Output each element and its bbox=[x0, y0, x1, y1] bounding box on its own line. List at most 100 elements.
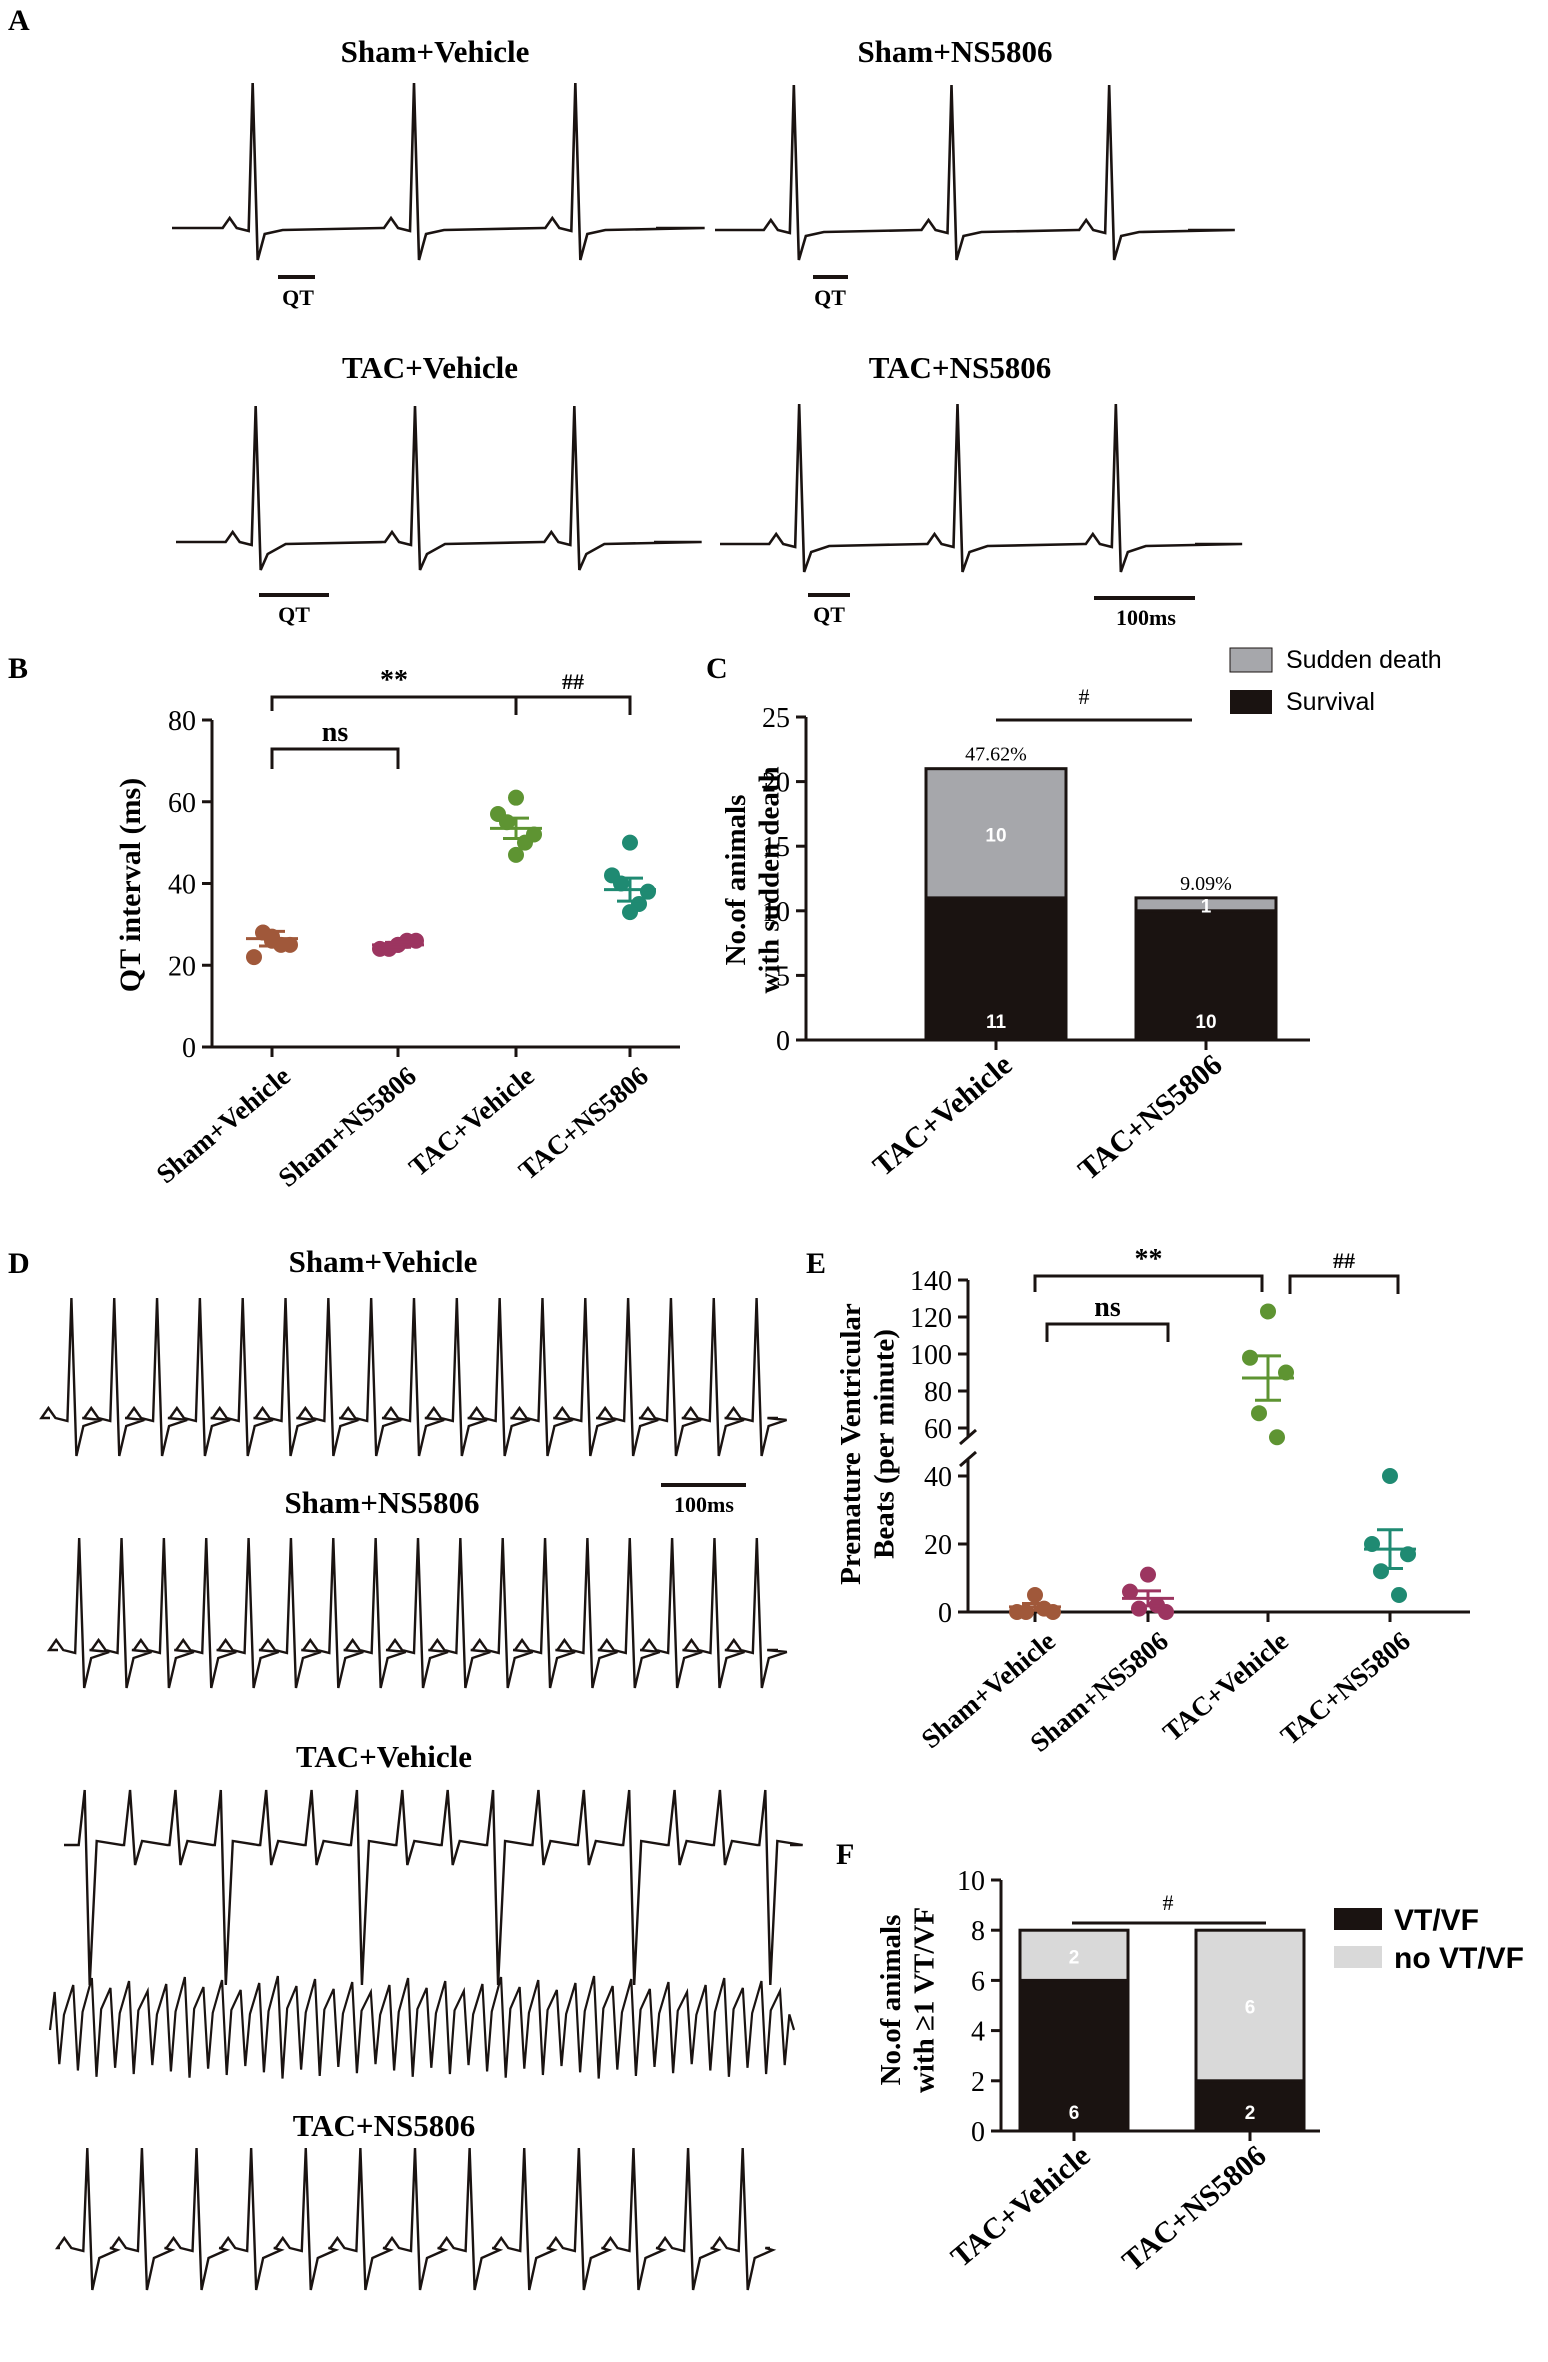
qt-label-tac-ns5806: QT bbox=[813, 602, 845, 627]
panel-e-point-tac-ns5806 bbox=[1373, 1563, 1389, 1580]
panel-a-title-tac-ns5806: TAC+NS5806 bbox=[869, 350, 1051, 385]
panel-f-y-tick-label: 0 bbox=[971, 2117, 985, 2148]
panel-e-y-tick-label: 40 bbox=[924, 1462, 952, 1493]
panel-b-y-tick-label: 0 bbox=[182, 1033, 196, 1064]
panel-f-bar-value-no-vt-vf-tac-ns5806: 6 bbox=[1245, 1998, 1256, 2019]
panel-f-y-tick-label: 8 bbox=[971, 1916, 985, 1947]
panel-f-y-tick-label: 10 bbox=[957, 1866, 985, 1897]
panel-e-axis-break-mark bbox=[959, 1450, 977, 1468]
panel-a-scale-label: 100ms bbox=[1116, 605, 1176, 630]
panel-e-point-tac-vehicle bbox=[1269, 1429, 1285, 1446]
panel-c-bar-survival-tac-ns5806 bbox=[1134, 909, 1278, 1042]
panel-d-ecg-trace-tac-vehicle bbox=[64, 1789, 803, 1986]
panel-f-legend-swatch-no-vtvf bbox=[1334, 1946, 1382, 1968]
panel-c-legend-swatch-survival bbox=[1230, 690, 1272, 714]
panel-d-title-tac-ns5806: TAC+NS5806 bbox=[293, 2108, 475, 2143]
panel-c-y-axis-title: No.of animalswith sudden death bbox=[720, 766, 785, 993]
panel-f-bar-vt-vf-tac-vehicle bbox=[1018, 1978, 1130, 2133]
panel-e-point-sham-ns5806 bbox=[1140, 1566, 1156, 1583]
panel-e-point-tac-vehicle bbox=[1251, 1405, 1267, 1422]
panel-a-title-sham-ns5806: Sham+NS5806 bbox=[857, 34, 1052, 69]
panel-f-bar-vt-vf-tac-ns5806 bbox=[1194, 2079, 1306, 2133]
panel-b-bracket-tac-vs-sham-label: ** bbox=[380, 665, 408, 696]
panel-label-f: F bbox=[836, 1838, 854, 1871]
panel-b-y-axis-title: QT interval (ms) bbox=[114, 778, 147, 992]
panel-c-percent-tac-ns5806: 9.09% bbox=[1180, 873, 1232, 895]
panel-c-bar-value-sudden-death-tac-vehicle: 10 bbox=[985, 825, 1006, 846]
panel-e-y-tick-label: 0 bbox=[938, 1598, 952, 1629]
panel-c-bar-value-sudden-death-tac-ns5806: 1 bbox=[1201, 896, 1212, 917]
panel-d-ecg-traces: Sham+Vehicle Sham+NS5806 TAC+Vehicle TAC… bbox=[39, 1244, 803, 2291]
panel-e-y-axis-title: Premature VentricularBeats (per minute) bbox=[835, 1303, 900, 1585]
panel-a-title-sham-vehicle: Sham+Vehicle bbox=[341, 34, 530, 69]
panel-c-y-tick-label: 5 bbox=[776, 961, 790, 992]
panel-e-bracket-ns bbox=[1045, 1322, 1170, 1342]
panel-e-bracket-tac-vs-sham-label: ** bbox=[1135, 1244, 1163, 1275]
panel-d-title-tac-vehicle: TAC+Vehicle bbox=[296, 1739, 472, 1774]
panel-e-x-tick-label-tac-ns5806: TAC+NS5806 bbox=[1275, 1626, 1416, 1751]
panel-c-bar-survival-tac-vehicle bbox=[924, 896, 1068, 1042]
panel-b-bracket-ns-label: ns bbox=[322, 717, 349, 748]
panel-f-legend-label-no-vtvf: no VT/VF bbox=[1394, 1942, 1524, 1975]
panel-b-point-tac-ns5806 bbox=[640, 883, 656, 900]
panel-a-ecg-trace-sham-ns5806 bbox=[715, 84, 1235, 261]
panel-f-significance-label: # bbox=[1163, 1890, 1174, 1915]
panel-f-bar-no-vt-vf-tac-vehicle bbox=[1018, 1928, 1130, 1982]
panel-label-a: A bbox=[8, 4, 30, 37]
panel-f-y-tick-label: 2 bbox=[971, 2067, 985, 2098]
panel-b-point-sham-vehicle bbox=[246, 949, 262, 966]
panel-b-bracket-treatment-label: ## bbox=[562, 669, 584, 694]
panel-e-axis-break-mark bbox=[959, 1428, 977, 1446]
panel-f-bar-value-no-vt-vf-tac-vehicle: 2 bbox=[1069, 1947, 1080, 1968]
panel-c-percent-tac-vehicle: 47.62% bbox=[965, 744, 1027, 766]
panel-c-x-tick-label-tac-vehicle: TAC+Vehicle bbox=[867, 1048, 1019, 1183]
panel-e-point-tac-ns5806 bbox=[1391, 1587, 1407, 1603]
panel-c-bar-value-survival-tac-ns5806: 10 bbox=[1195, 1012, 1216, 1033]
panel-e-y-tick-label: 60 bbox=[924, 1414, 952, 1445]
panel-c-bar-value-survival-tac-vehicle: 11 bbox=[986, 1012, 1007, 1033]
panel-c-bar-sudden-death-tac-vehicle bbox=[924, 767, 1068, 900]
panel-e-bracket-treatment-label: ## bbox=[1333, 1248, 1355, 1273]
panel-a-ecg-traces: Sham+Vehicle Sham+NS5806 TAC+Vehicle TAC… bbox=[172, 34, 1243, 630]
panel-e-bracket-ns-label: ns bbox=[1094, 1292, 1121, 1323]
qt-label-sham-ns5806: QT bbox=[814, 285, 846, 310]
panel-c-y-tick-label: 0 bbox=[776, 1026, 790, 1057]
panel-e-y-tick-label: 80 bbox=[924, 1377, 952, 1408]
panel-label-e: E bbox=[806, 1247, 826, 1280]
panel-f-y-tick-label: 6 bbox=[971, 1966, 985, 1997]
panel-b-x-tick-label-sham-ns5806: Sham+NS5806 bbox=[272, 1061, 421, 1193]
panel-b-bracket-tac-vs-sham bbox=[270, 695, 518, 711]
panel-c-legend-label-sudden-death: Sudden death bbox=[1286, 646, 1442, 674]
panel-e-y-tick-label: 20 bbox=[924, 1530, 952, 1561]
panel-label-c: C bbox=[706, 652, 728, 685]
panel-a-title-tac-vehicle: TAC+Vehicle bbox=[342, 350, 518, 385]
panel-c-y-tick-label: 20 bbox=[762, 768, 790, 799]
panel-label-d: D bbox=[8, 1247, 30, 1280]
panel-d-title-sham-vehicle: Sham+Vehicle bbox=[289, 1244, 478, 1279]
panel-f-y-axis-title: No.of animalswith ≥1 VT/VF bbox=[875, 1907, 940, 2093]
panel-e-bracket-treatment bbox=[1288, 1274, 1400, 1294]
panel-b-y-tick-label: 40 bbox=[168, 870, 196, 901]
panel-f-bar-no-vt-vf-tac-ns5806 bbox=[1194, 1928, 1306, 2083]
panel-c-x-tick-label-tac-ns5806: TAC+NS5806 bbox=[1072, 1048, 1228, 1187]
panel-f-x-tick-label-tac-ns5806: TAC+NS5806 bbox=[1116, 2139, 1272, 2278]
qt-label-tac-vehicle: QT bbox=[278, 602, 310, 627]
panel-d-title-sham-ns5806: Sham+NS5806 bbox=[284, 1485, 479, 1520]
panel-e-y-tick-label: 100 bbox=[910, 1340, 952, 1371]
panel-d-ecg-trace-sham-vehicle bbox=[39, 1297, 787, 1457]
panel-c-legend-swatch-sudden-death bbox=[1229, 647, 1273, 673]
panel-f-legend-swatch-vtvf bbox=[1334, 1908, 1382, 1930]
panel-b-y-tick-label: 80 bbox=[168, 706, 196, 737]
panel-f-bar-value-vt-vf-tac-vehicle: 6 bbox=[1069, 2103, 1080, 2124]
panel-e-point-sham-ns5806 bbox=[1122, 1583, 1138, 1600]
panel-d-ecg-trace-vtvf bbox=[48, 1975, 796, 2079]
panel-b-point-tac-ns5806 bbox=[622, 904, 638, 921]
panel-e-y-tick-label: 140 bbox=[910, 1266, 952, 1297]
panel-f-legend-label-vtvf: VT/VF bbox=[1394, 1904, 1479, 1937]
panel-f-bar-value-vt-vf-tac-ns5806: 2 bbox=[1245, 2103, 1256, 2124]
